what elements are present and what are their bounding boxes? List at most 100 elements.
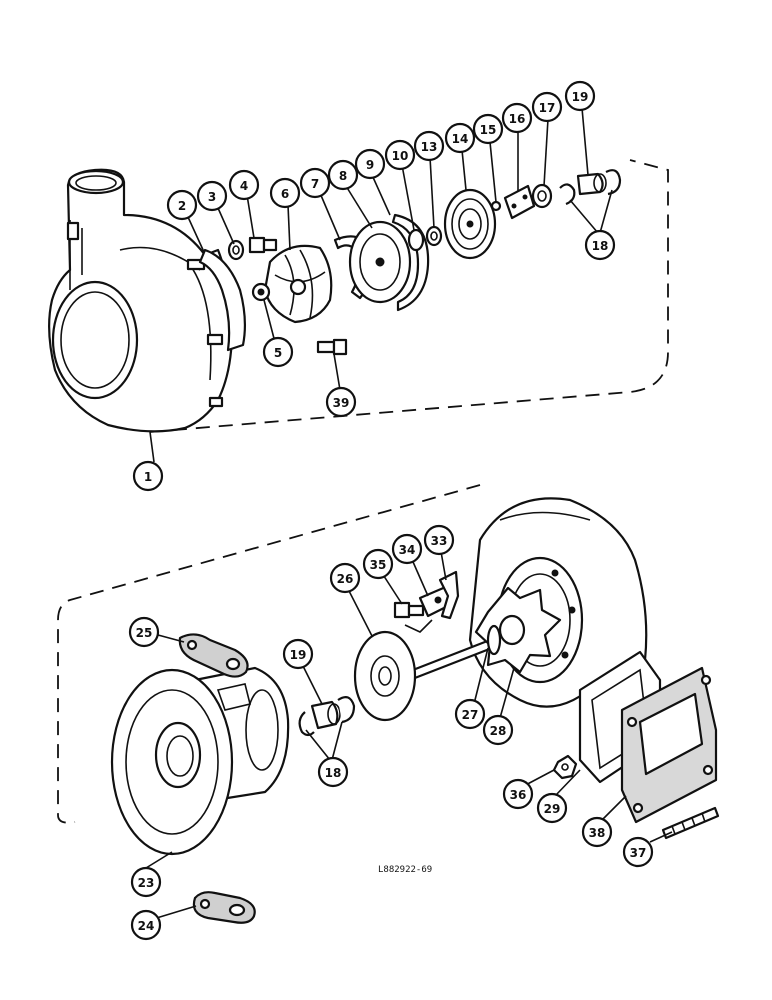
svg-text:16: 16 [509, 112, 526, 126]
callout-14: 14 [444, 122, 476, 154]
thrust-plate-14 [443, 188, 497, 260]
callout-6: 6 [269, 177, 301, 209]
callout-25: 25 [128, 616, 160, 648]
insert-8 [348, 220, 412, 304]
retaining-ring-18a [559, 183, 576, 206]
callout-26: 26 [329, 562, 361, 594]
svg-text:34: 34 [399, 543, 416, 557]
oil-drain-gasket-24 [192, 891, 256, 924]
svg-text:28: 28 [490, 724, 507, 738]
nut-5 [251, 282, 271, 302]
callout-4: 4 [228, 169, 260, 201]
svg-text:19: 19 [572, 90, 589, 104]
svg-text:26: 26 [337, 572, 354, 586]
svg-text:37: 37 [630, 846, 647, 860]
callout-35: 35 [362, 548, 394, 580]
callout-2: 2 [166, 189, 198, 221]
svg-text:5: 5 [274, 346, 282, 360]
outlet-gasket-38 [620, 666, 718, 824]
callout-15: 15 [472, 113, 504, 145]
bracket-lug [404, 619, 433, 633]
callout-24: 24 [130, 909, 162, 941]
oil-deflector-26 [353, 630, 417, 722]
callout-5: 5 [262, 336, 294, 368]
bolt-4 [248, 236, 278, 254]
svg-text:29: 29 [544, 802, 561, 816]
callout-29: 29 [536, 792, 568, 824]
callout-34: 34 [391, 533, 423, 565]
callout-28: 28 [482, 714, 514, 746]
thrust-bearing-16 [503, 184, 536, 220]
callout-36: 36 [502, 778, 534, 810]
svg-text:24: 24 [138, 919, 155, 933]
callout-1: 1 [132, 460, 164, 492]
retaining-ring-18b [605, 169, 622, 196]
svg-text:1: 1 [144, 470, 152, 484]
svg-text:10: 10 [392, 149, 409, 163]
nut-36 [552, 754, 578, 780]
center-bearing-housing [110, 666, 290, 856]
bolt-39 [316, 338, 348, 356]
callout-9: 9 [354, 148, 386, 180]
oil-inlet-gasket-25 [178, 633, 249, 678]
callout-23: 23 [130, 866, 162, 898]
bolt-35 [393, 601, 425, 619]
sleeve-13 [425, 225, 443, 247]
turbine-wheel-shaft [398, 586, 562, 685]
svg-text:6: 6 [281, 187, 289, 201]
callout-37: 37 [622, 836, 654, 868]
journal-bearing-19a [576, 172, 607, 196]
svg-text:39: 39 [333, 396, 350, 410]
retaining-ring-18d [337, 696, 356, 724]
svg-text:2: 2 [178, 199, 186, 213]
svg-text:27: 27 [462, 708, 479, 722]
compressor-housing [48, 168, 234, 433]
svg-text:25: 25 [136, 626, 153, 640]
callout-38: 38 [581, 816, 613, 848]
assembly-dashed-outline-lower [57, 484, 481, 824]
svg-text:8: 8 [339, 169, 347, 183]
svg-text:35: 35 [370, 558, 387, 572]
svg-text:18: 18 [592, 239, 609, 253]
journal-bearing-19b [310, 700, 341, 730]
svg-text:9: 9 [366, 158, 374, 172]
callout-19-upper: 19 [564, 80, 596, 112]
callout-10: 10 [384, 139, 416, 171]
svg-text:17: 17 [539, 101, 556, 115]
clamp-33 [438, 570, 460, 620]
svg-text:15: 15 [480, 123, 497, 137]
svg-text:13: 13 [421, 140, 438, 154]
callout-18-upper: 18 [584, 229, 616, 261]
drawing-reference-code: L882922-69 [378, 865, 432, 875]
svg-text:3: 3 [208, 190, 216, 204]
washer-3 [227, 239, 245, 261]
callout-8: 8 [327, 159, 359, 191]
callout-27: 27 [454, 698, 486, 730]
callout-7: 7 [299, 167, 331, 199]
assembly-dashed-outline-upper [149, 159, 669, 433]
svg-text:33: 33 [431, 534, 448, 548]
stud-37 [661, 806, 720, 840]
svg-text:7: 7 [311, 177, 319, 191]
svg-text:36: 36 [510, 788, 527, 802]
callout-13: 13 [413, 130, 445, 162]
ring-17 [531, 183, 553, 209]
callout-16: 16 [501, 102, 533, 134]
callout-19-lower: 19 [282, 638, 314, 670]
svg-text:18: 18 [325, 766, 342, 780]
compressor-backplate [198, 248, 247, 352]
callout-17: 17 [531, 91, 563, 123]
callout-18-lower: 18 [317, 756, 349, 788]
compressor-wheel [263, 244, 333, 324]
callout-3: 3 [196, 180, 228, 212]
svg-text:4: 4 [240, 179, 248, 193]
svg-text:19: 19 [290, 648, 307, 662]
callout-33: 33 [423, 524, 455, 556]
o-ring-10 [407, 228, 425, 252]
screw-15 [490, 200, 502, 212]
callout-39: 39 [325, 386, 357, 418]
svg-text:23: 23 [138, 876, 155, 890]
svg-text:38: 38 [589, 826, 606, 840]
svg-text:14: 14 [452, 132, 469, 146]
